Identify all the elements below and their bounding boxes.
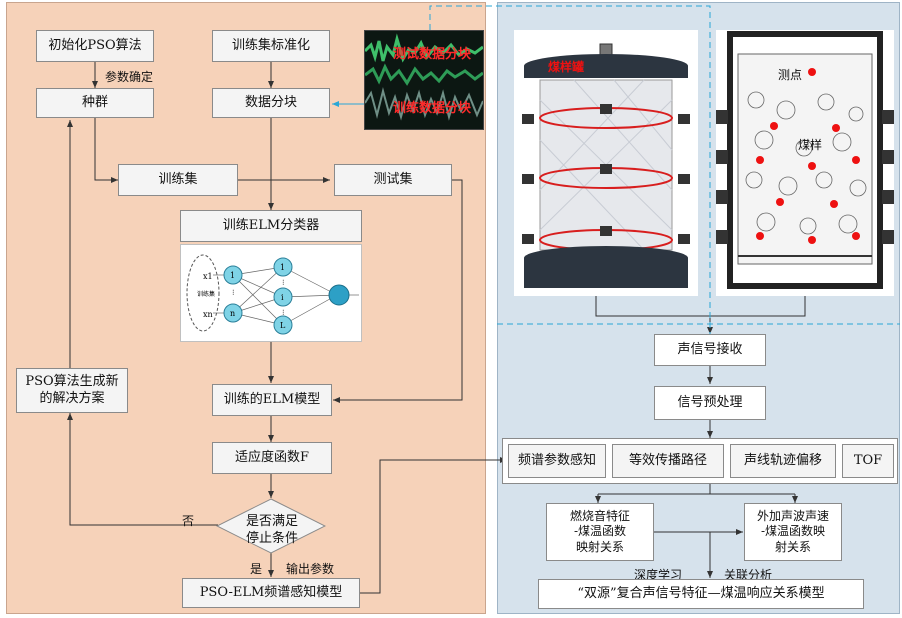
feature-tof-box: TOF [842,444,894,478]
train-elm-label: 训练ELM分类器 [222,217,320,233]
decision-diamond [216,498,326,554]
train-set-label: 训练集 [158,171,198,187]
fitness-box: 适应度函数F [212,442,332,474]
final-model-label: PSO-ELM频谱感知模型 [199,584,343,600]
population-box: 种群 [36,88,154,118]
correlation-label: 关联分析 [724,568,773,582]
fitness-label: 适应度函数F [234,449,310,465]
ext-map-box: 外加声波声速 -煤温函数映 射关系 [744,503,842,561]
feature-ray-label: 声线轨迹偏移 [743,452,822,468]
trained-model-box: 训练的ELM模型 [212,384,332,416]
feature-tof-label: TOF [853,452,883,468]
decision-line1: 是否满足 [246,514,299,529]
final-model-box: PSO-ELM频谱感知模型 [182,578,360,608]
normalize-label: 训练集标准化 [231,37,310,53]
init-pso-label: 初始化PSO算法 [48,37,142,53]
nn-hi: i [281,293,284,302]
final-relation-label: “双源”复合声信号特征—煤温响应关系模型 [577,585,825,601]
waveform-graphic [365,33,483,121]
decision-line2: 停止条件 [246,531,299,546]
ext-map-line3: 射关系 [774,539,811,554]
nn-dots-2: ⁝ [282,278,285,287]
yes-label: 是 [250,562,263,576]
measure-points-figure: 测点 煤样 [716,30,894,296]
coal-tank-figure: 煤样罐 [514,30,698,296]
data-block-box: 数据分块 [212,88,330,118]
test-set-box: 测试集 [334,164,452,196]
nn-inn: n [230,309,235,318]
elm-network-graphic: x1 xn 1 n 1 i L 训练集 ⁝ ⁝ ⁝ [186,254,359,335]
nn-dots-1: ⁝ [232,288,235,297]
nn-hL: L [280,321,286,330]
feature-spectrum-box: 频谱参数感知 [508,444,606,478]
ext-map-line2: -煤温函数映 [760,524,826,539]
burn-map-line2: -煤温函数 [573,524,627,539]
normalize-box: 训练集标准化 [212,30,330,62]
deep-learning-label: 深度学习 [634,568,683,582]
burn-map-line1: 燃烧音特征 [569,508,630,523]
ext-map-line1: 外加声波声速 [756,508,829,523]
burn-map-box: 燃烧音特征 -煤温函数 映射关系 [546,503,654,561]
measure-points-graphic [716,31,894,289]
burn-map-line3: 映射关系 [575,539,624,554]
feature-spectrum-label: 频谱参数感知 [517,452,596,468]
train-elm-box: 训练ELM分类器 [180,210,362,242]
pso-new-line2: 的解决方案 [39,390,105,406]
pso-new-solution-box: PSO算法生成新 的解决方案 [16,368,128,413]
coal-tank-graphic [522,43,690,288]
nn-xn: xn [203,310,213,319]
train-set-box: 训练集 [118,164,238,196]
coal-tank-label: 煤样罐 [548,60,585,74]
signal-receive-box: 声信号接收 [654,334,766,366]
elm-network-figure: x1 xn 1 n 1 i L 训练集 ⁝ ⁝ ⁝ [180,244,362,342]
nn-h1: 1 [280,263,285,272]
population-label: 种群 [81,94,108,110]
output-params-label: 输出参数 [286,562,335,576]
waveform-thumbnail: 测试数据分块 训练数据分块 [364,30,484,130]
feature-path-box: 等效传播路径 [612,444,724,478]
trained-model-label: 训练的ELM模型 [223,391,321,407]
thumb-test-label: 测试数据分块 [393,47,472,62]
signal-preprocess-box: 信号预处理 [654,386,766,420]
pso-new-line1: PSO算法生成新 [25,373,119,389]
feature-ray-box: 声线轨迹偏移 [730,444,836,478]
signal-receive-label: 声信号接收 [677,341,743,357]
init-pso-box: 初始化PSO算法 [36,30,154,62]
nn-x1: x1 [203,272,213,281]
signal-preprocess-label: 信号预处理 [677,394,743,410]
nn-group-label: 训练集 [197,290,215,298]
param-confirm-label: 参数确定 [105,70,154,84]
measure-point-label: 测点 [778,68,803,82]
coal-sample-label: 煤样 [798,138,823,152]
no-label: 否 [182,514,195,528]
data-block-label: 数据分块 [244,94,297,110]
thumb-train-label: 训练数据分块 [393,101,472,116]
test-set-label: 测试集 [373,171,413,187]
nn-in1: 1 [230,271,235,280]
final-relation-box: “双源”复合声信号特征—煤温响应关系模型 [538,579,864,609]
feature-path-label: 等效传播路径 [628,452,707,468]
nn-dots-3: ⁝ [282,308,285,317]
